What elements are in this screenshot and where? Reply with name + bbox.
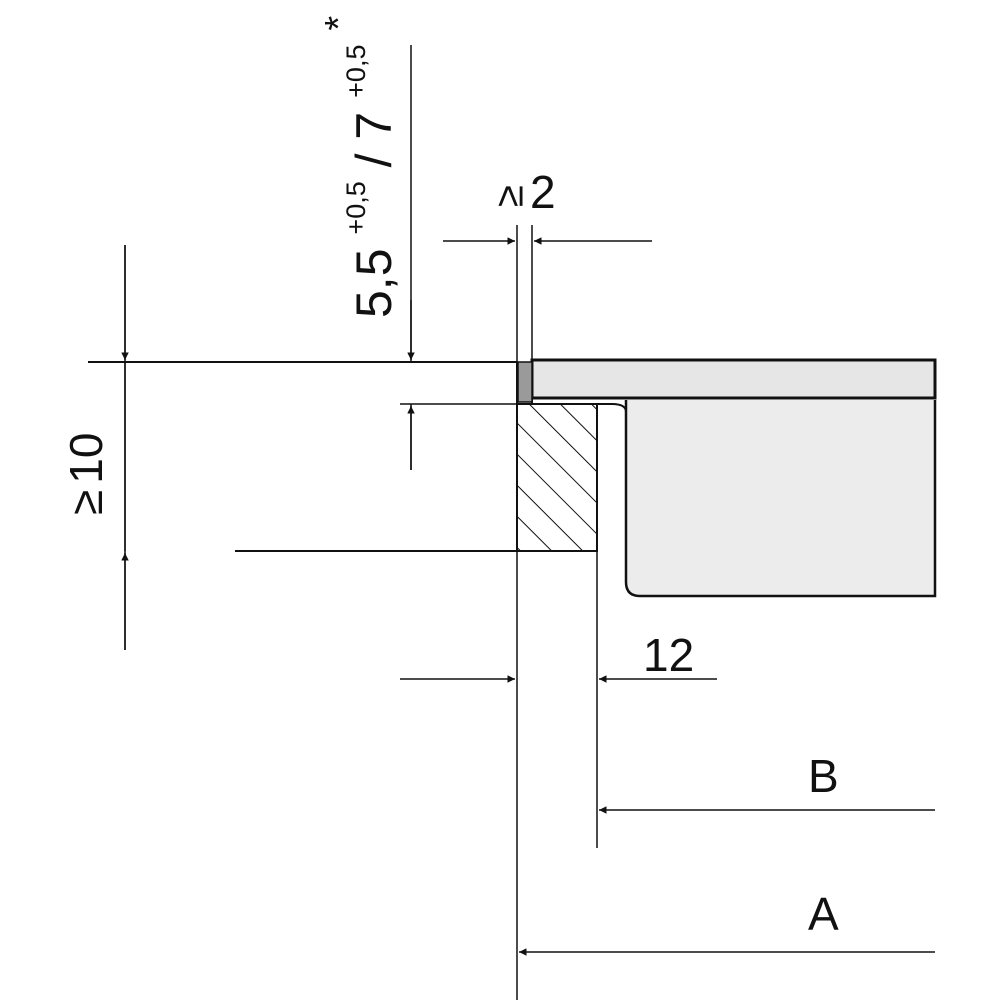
label-b: B <box>808 750 839 802</box>
dim-ge2-symbol: ≥ <box>488 185 532 207</box>
depth-alt: 7 <box>346 112 402 140</box>
dim-12-label: 12 <box>643 629 694 681</box>
hob <box>517 358 937 598</box>
depth-separator: / <box>346 140 402 168</box>
hob-housing <box>624 400 937 598</box>
dim-ge2-value: 2 <box>530 166 556 218</box>
depth-base-tolerance: +0,5 <box>341 181 371 234</box>
depth-alt-tolerance: +0,5 <box>341 45 371 98</box>
depth-note-mark: * <box>318 16 360 31</box>
worktop-section-hatch <box>516 403 598 552</box>
hob-glass-top <box>530 358 937 400</box>
label-a: A <box>808 888 839 940</box>
hob-seal <box>517 361 533 403</box>
dim-ge10-label: ≥10 <box>60 433 112 515</box>
dim-depth-label: 5,5 +0,5 / 7 +0,5 * <box>318 16 402 318</box>
hob-support-lip <box>531 398 627 413</box>
depth-base: 5,5 <box>346 248 402 318</box>
